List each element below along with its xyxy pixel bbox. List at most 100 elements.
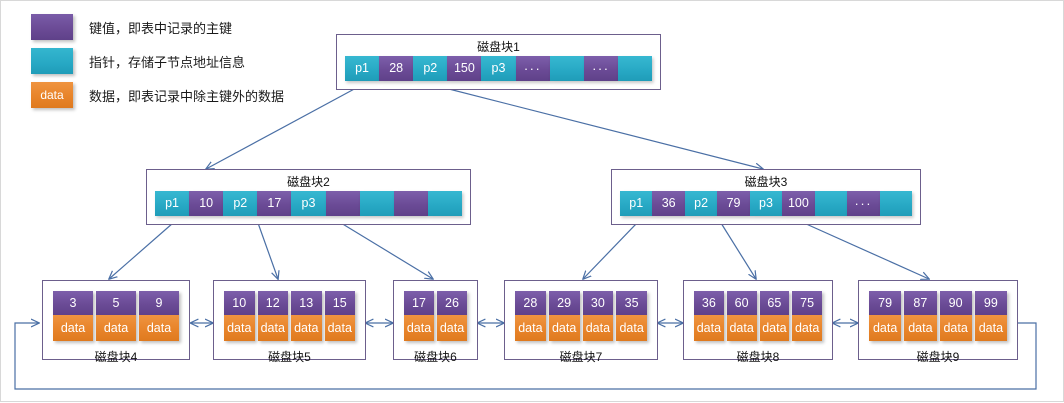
leaf-node-8-key-2: 60 bbox=[726, 291, 757, 315]
leaf-node-5-key-4: 15 bbox=[324, 291, 355, 315]
leaf-node-7-data-2: data bbox=[548, 315, 580, 341]
edge-root-to-node3 bbox=[440, 86, 763, 169]
legend-item-data: data 数据，即表记录中除主键外的数据 bbox=[31, 81, 284, 109]
leaf-node-7-key-4: 35 bbox=[616, 291, 647, 315]
leaf-node-4-data-1: data bbox=[53, 315, 93, 341]
leaf-node-7-data-3: data bbox=[582, 315, 614, 341]
index-node-3-title: 磁盘块3 bbox=[744, 175, 788, 189]
leaf-node-8-title: 磁盘块8 bbox=[736, 350, 780, 364]
legend-label-pointer: 指针，存储子节点地址信息 bbox=[89, 54, 246, 70]
edge-node2-to-leaf5 bbox=[257, 222, 278, 279]
legend: 键值，即表中记录的主键 指针，存储子节点地址信息 data 数据，即表记录中除主… bbox=[31, 13, 284, 115]
index-node-3-cell-9-pointer bbox=[879, 191, 912, 216]
index-node-1-cell-4-key: 150 bbox=[447, 56, 482, 81]
index-node-2-cell-5-pointer: p3 bbox=[291, 191, 326, 216]
leaf-node-5-data-1: data bbox=[224, 315, 255, 341]
index-node-3-cell-6-key: 100 bbox=[782, 191, 815, 216]
index-node-1-cell-5-pointer: p3 bbox=[481, 56, 516, 81]
index-node-2-cell-4-key: 17 bbox=[257, 191, 292, 216]
edge-node3-to-leaf9 bbox=[803, 222, 929, 279]
leaf-node-9-data-3: data bbox=[939, 315, 972, 341]
key-color-swatch bbox=[31, 14, 73, 40]
index-node-3-cell-4-key: 79 bbox=[717, 191, 750, 216]
index-node-2-title: 磁盘块2 bbox=[287, 175, 330, 189]
leaf-node-9-data-4: data bbox=[974, 315, 1007, 341]
index-node-1-cell-1-pointer: p1 bbox=[345, 56, 380, 81]
leaf-node-9-data-2: data bbox=[904, 315, 937, 341]
leaf-node-4-key-1: 3 bbox=[53, 291, 93, 315]
leaf-node-5-key-3: 13 bbox=[291, 291, 322, 315]
leaf-node-6-key-1: 17 bbox=[404, 291, 434, 315]
leaf-node-9-key-1: 79 bbox=[869, 291, 902, 315]
index-node-3-cell-3-pointer: p2 bbox=[684, 191, 718, 216]
index-node-1-cell-9-pointer bbox=[617, 56, 652, 81]
leaf-node-6-title: 磁盘块6 bbox=[414, 350, 457, 364]
leaf-node-5-key-1: 10 bbox=[224, 291, 255, 315]
leaf-node-9-title: 磁盘块9 bbox=[916, 350, 960, 364]
index-node-3-cell-7-pointer bbox=[814, 191, 848, 216]
leaf-node-9-key-4: 99 bbox=[974, 291, 1007, 315]
leaf-node-4-data-3: data bbox=[139, 315, 179, 341]
leaf-node-8-data-1: data bbox=[694, 315, 724, 341]
edge-root-to-node2 bbox=[206, 86, 359, 169]
index-node-2-cell-3-pointer: p2 bbox=[223, 191, 258, 216]
leaf-node-5-title: 磁盘块5 bbox=[268, 350, 311, 364]
leaf-wrap-link bbox=[14, 323, 1037, 390]
edge-node3-to-leaf7 bbox=[583, 222, 638, 279]
leaf-node-7-key-2: 29 bbox=[548, 291, 580, 315]
index-node-1-cell-8-key: ··· bbox=[583, 56, 618, 81]
leaf-node-6-data-2: data bbox=[437, 315, 467, 341]
leaf-node-6-data-1: data bbox=[404, 315, 434, 341]
legend-item-pointer: 指针，存储子节点地址信息 bbox=[31, 47, 284, 75]
leaf-node-4-title: 磁盘块4 bbox=[94, 350, 138, 364]
leaf-node-7-data-4: data bbox=[616, 315, 647, 341]
leaf-node-8-key-3: 65 bbox=[759, 291, 790, 315]
leaf-node-7-title: 磁盘块7 bbox=[559, 350, 603, 364]
index-node-1-cell-2-key: 28 bbox=[379, 56, 414, 81]
index-node-2-cell-7-pointer bbox=[359, 191, 394, 216]
legend-label-key: 键值，即表中记录的主键 bbox=[89, 20, 233, 36]
leaf-node-5-data-3: data bbox=[291, 315, 322, 341]
edge-node2-to-leaf4 bbox=[109, 222, 174, 279]
index-node-1-cell-3-pointer: p2 bbox=[413, 56, 448, 81]
index-node-2-cell-6-key bbox=[325, 191, 360, 216]
index-node-3-cell-5-pointer: p3 bbox=[749, 191, 783, 216]
leaf-node-8-data-2: data bbox=[726, 315, 757, 341]
leaf-node-9-key-2: 87 bbox=[904, 291, 937, 315]
leaf-node-9-data-1: data bbox=[869, 315, 902, 341]
index-node-1-cell-6-key: ··· bbox=[515, 56, 550, 81]
leaf-node-8-data-4: data bbox=[792, 315, 822, 341]
leaf-node-6-key-2: 26 bbox=[437, 291, 467, 315]
leaf-node-8-key-1: 36 bbox=[694, 291, 724, 315]
data-color-swatch: data bbox=[31, 82, 73, 108]
